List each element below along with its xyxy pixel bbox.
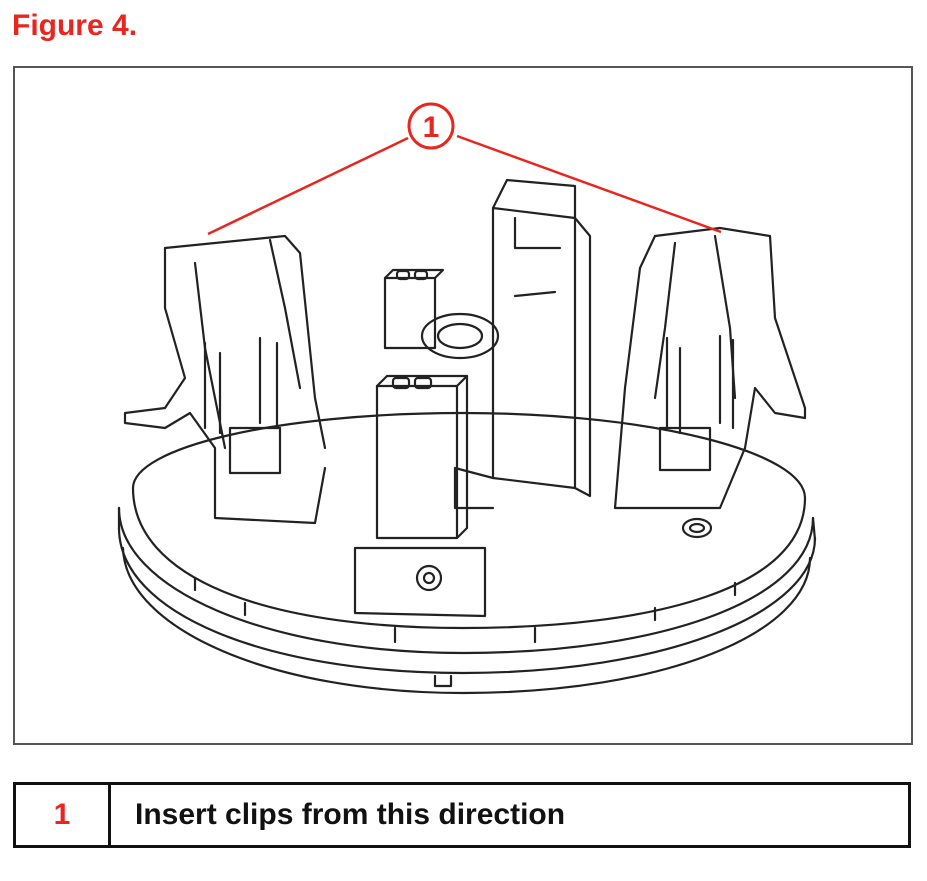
front-post-slot-1 [391, 376, 411, 390]
right-clip-slots [665, 334, 735, 435]
left-clip-outer [123, 246, 217, 470]
base-edges [117, 506, 817, 542]
callout-circle [407, 102, 455, 150]
left-clip-top [163, 234, 327, 450]
front-post-slot-2 [413, 376, 433, 390]
figure-frame: 1 [13, 66, 913, 745]
left-clip-slots [203, 336, 279, 435]
right-hole-inner [688, 522, 706, 534]
component-drawing: 1 [117, 102, 817, 695]
left-clip-inner-right [268, 238, 302, 390]
left-clip-block [228, 426, 282, 475]
front-pad [353, 546, 487, 618]
screw-hole-inner [422, 571, 436, 585]
right-clip-block [658, 426, 712, 472]
right-clip-inner-left [653, 241, 677, 400]
base-assembly [117, 178, 817, 695]
coil-ring-inner [436, 322, 484, 350]
screw-hole [415, 564, 443, 592]
legend-row-number: 1 [16, 785, 111, 845]
legend-table: 1 Insert clips from this direction [13, 782, 911, 848]
front-post-top [375, 374, 469, 388]
right-hole [681, 517, 713, 539]
base-ring-lower [117, 526, 817, 675]
callout-leaders [207, 134, 722, 236]
back-post-slot-1 [395, 269, 411, 281]
front-post [375, 384, 459, 540]
coil-ring [420, 312, 500, 360]
back-post [383, 276, 437, 350]
right-clip-base [613, 446, 747, 510]
base-notches [193, 576, 737, 644]
back-post-slot-2 [413, 269, 429, 281]
right-clip-outer [653, 226, 807, 450]
center-block-slot [513, 290, 557, 298]
callout-number: 1 [423, 111, 440, 144]
figure-title: Figure 4. [12, 9, 138, 42]
center-block-detail [513, 216, 562, 250]
right-clip-left [618, 234, 657, 450]
center-block-side [573, 216, 592, 498]
base-ring-outer [117, 506, 815, 655]
leader-left [207, 136, 409, 236]
legend-row-description: Insert clips from this direction [135, 798, 566, 831]
left-clip-base [213, 466, 327, 525]
center-block-top [491, 178, 577, 220]
base-bottom-tab [433, 674, 453, 688]
front-post-side [455, 374, 469, 540]
center-block [491, 206, 577, 490]
center-block-base [453, 466, 495, 510]
base-ring-bottom [121, 546, 812, 695]
base-top-ring [131, 411, 807, 630]
leader-right [456, 134, 722, 234]
